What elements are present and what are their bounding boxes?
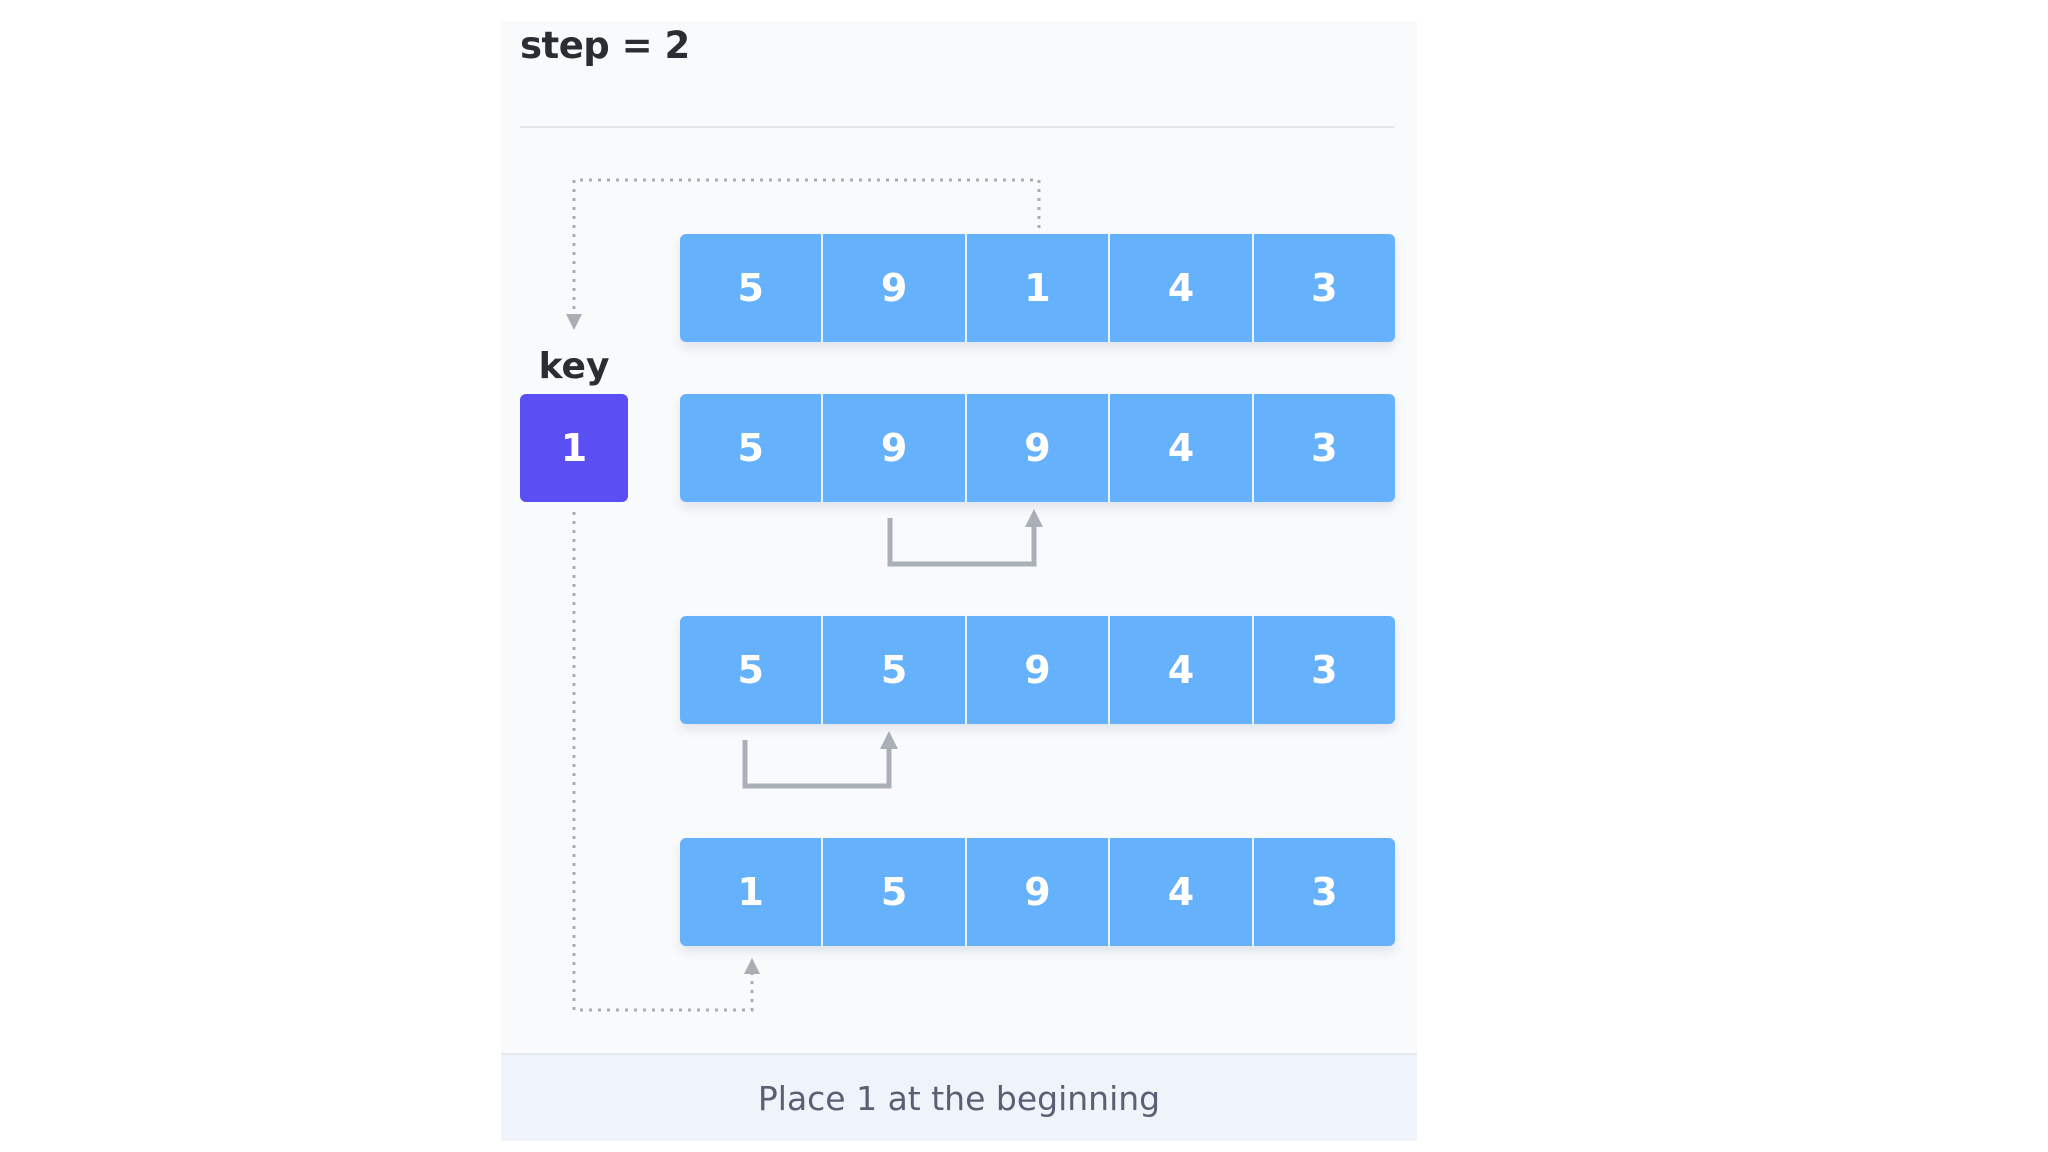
array-row-3: 5 5 9 4 3 — [680, 616, 1395, 724]
array-row-2: 5 9 9 4 3 — [680, 394, 1395, 502]
shift-5-right-arrow — [742, 731, 898, 789]
insert-key-dotted-arrow — [572, 512, 760, 1012]
array-cell: 9 — [823, 234, 967, 342]
caption-text: Place 1 at the beginning — [757, 1078, 1161, 1118]
array-cell: 4 — [1110, 234, 1254, 342]
pickup-key-dotted-arrow — [566, 178, 1041, 330]
array-cell: 5 — [680, 616, 824, 724]
array-cell: 9 — [823, 394, 967, 502]
array-cell: 4 — [1110, 616, 1254, 724]
key-box: 1 — [520, 394, 628, 502]
array-cell: 3 — [1253, 838, 1395, 946]
array-cell: 1 — [966, 234, 1111, 342]
array-cell: 3 — [1253, 234, 1395, 342]
diagram-card — [501, 21, 1417, 1139]
array-cell: 5 — [823, 616, 967, 724]
array-row-4: 1 5 9 4 3 — [680, 838, 1395, 946]
shift-9-right-arrow — [887, 509, 1043, 567]
key-label: key — [538, 346, 610, 387]
caption-footer: Place 1 at the beginning — [501, 1053, 1417, 1141]
array-cell: 3 — [1253, 616, 1395, 724]
header-divider — [520, 126, 1394, 128]
array-cell: 4 — [1110, 838, 1254, 946]
step-label: step = 2 — [520, 24, 690, 67]
array-cell: 9 — [966, 838, 1111, 946]
array-cell: 3 — [1253, 394, 1395, 502]
array-cell: 5 — [680, 394, 824, 502]
array-cell: 9 — [966, 394, 1111, 502]
array-cell: 1 — [680, 838, 824, 946]
array-cell: 9 — [966, 616, 1111, 724]
array-cell: 5 — [823, 838, 967, 946]
array-row-1: 5 9 1 4 3 — [680, 234, 1395, 342]
array-cell: 5 — [680, 234, 824, 342]
array-cell: 4 — [1110, 394, 1254, 502]
